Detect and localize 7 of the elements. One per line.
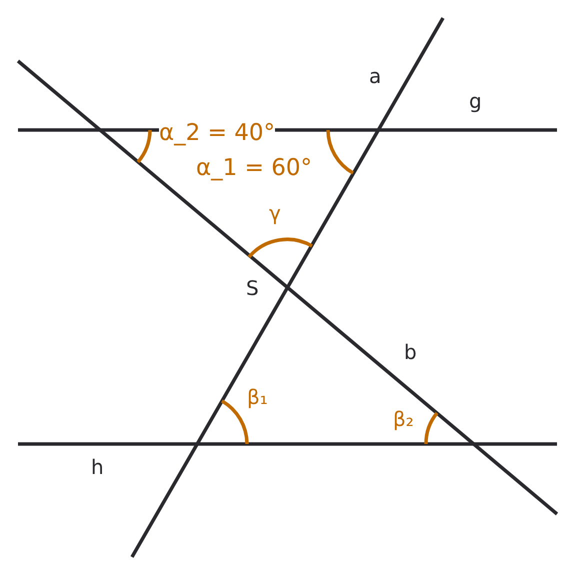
point-label: S [246, 278, 259, 298]
angle-label: β₂ [393, 409, 414, 429]
line-name: h [91, 457, 104, 477]
angle-label: α_2 = 40° [159, 122, 275, 145]
angle-label: α_1 = 60° [196, 157, 312, 180]
angle-label: β₁ [247, 387, 268, 407]
line-name: b [404, 342, 417, 362]
